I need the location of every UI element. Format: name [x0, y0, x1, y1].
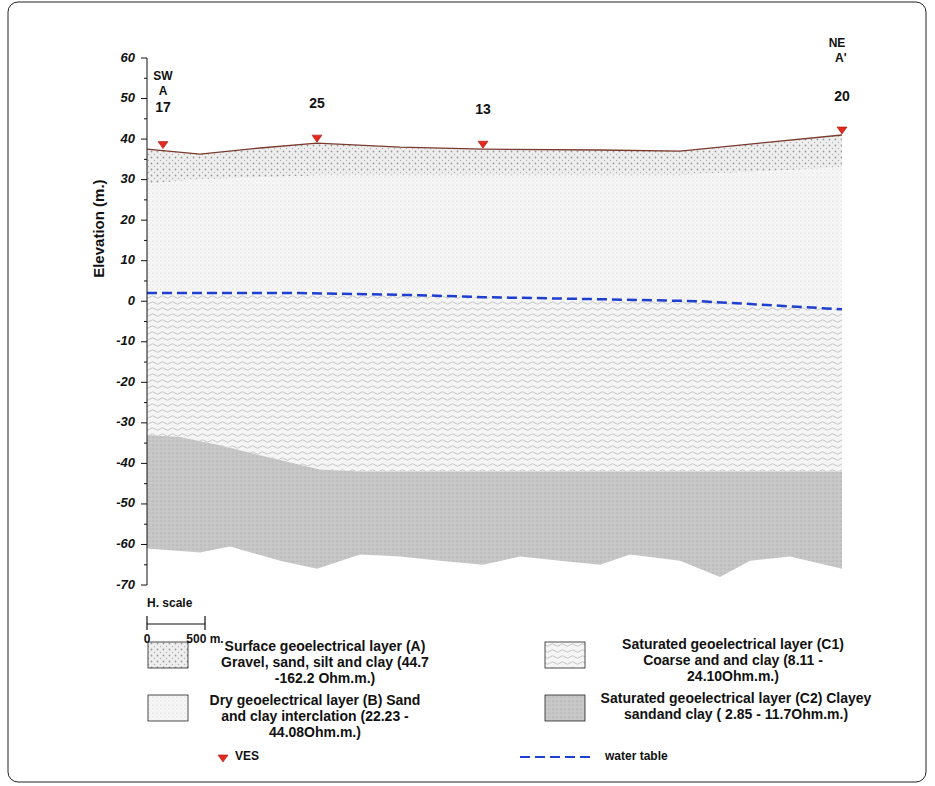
axis-number: 10	[121, 253, 135, 268]
axis-tick	[141, 179, 147, 180]
axis-tick	[141, 503, 147, 504]
axis-tick	[141, 98, 147, 99]
legend-swatch	[148, 695, 188, 721]
axis-number: -50	[116, 496, 135, 511]
ves-marker	[158, 142, 168, 149]
ground-surface	[147, 135, 842, 154]
axis-number: 40	[121, 132, 135, 147]
layer-b	[147, 168, 842, 310]
axis-number: -10	[116, 334, 135, 349]
section-end: NE	[829, 37, 846, 51]
ves-number: 20	[834, 88, 850, 104]
axis-tick	[144, 362, 147, 363]
frame	[8, 2, 926, 782]
scale-title: H. scale	[147, 597, 192, 611]
ves-number: 13	[475, 101, 491, 117]
axis-number: -30	[116, 415, 135, 430]
layer-c2	[147, 435, 842, 577]
ves-marker	[478, 141, 488, 148]
legend-text: Saturated geoelectrical layer (C1) Coars…	[598, 636, 868, 684]
axis-number: -70	[116, 578, 135, 593]
axis-tick	[141, 422, 147, 423]
axis-tick	[144, 159, 147, 160]
axis-tick	[144, 443, 147, 444]
legend-swatch	[148, 642, 188, 668]
axis-tick	[141, 382, 147, 383]
axis-tick	[144, 524, 147, 525]
axis-number: -60	[116, 537, 135, 552]
axis-tick	[141, 463, 147, 464]
axis-number: -20	[116, 375, 135, 390]
axis-number: 60	[121, 51, 135, 66]
axis-tick	[141, 139, 147, 140]
ves-marker	[837, 127, 847, 134]
ves-marker	[218, 755, 228, 762]
axis-tick	[144, 321, 147, 322]
legend-text: water table	[605, 750, 668, 764]
axis-tick	[144, 240, 147, 241]
ves-number: 25	[309, 95, 325, 111]
axis-tick	[144, 280, 147, 281]
layer-c1	[147, 293, 842, 471]
scale-tick	[204, 616, 205, 630]
axis-tick	[144, 118, 147, 119]
legend-swatch	[545, 695, 585, 721]
legend-line	[520, 756, 590, 758]
axis-tick	[141, 301, 147, 302]
axis-tick	[141, 260, 147, 261]
legend-text: Saturated geoelectrical layer (C2) Claye…	[596, 690, 876, 722]
legend-text: Surface geoelectrical layer (A) Gravel, …	[200, 638, 450, 686]
legend-text: Dry geoelectrical layer (B) Sand and cla…	[200, 692, 430, 740]
axis-number: -40	[116, 456, 135, 471]
legend-swatch	[545, 642, 585, 668]
legend-text: VES	[235, 750, 259, 764]
axis-tick	[144, 402, 147, 403]
scale-bar	[147, 623, 205, 624]
axis-number: 20	[121, 213, 135, 228]
axis-number: 0	[128, 294, 135, 309]
ves-number: 17	[155, 99, 171, 115]
axis-tick	[141, 341, 147, 342]
axis-tick	[141, 585, 147, 586]
axis-tick	[144, 483, 147, 484]
axis-title: Elevation (m.)	[89, 179, 106, 277]
axis-number: 50	[121, 91, 135, 106]
axis-number: 30	[121, 172, 135, 187]
ves-marker	[312, 135, 322, 142]
scale-tick	[146, 616, 147, 630]
axis-tick	[141, 544, 147, 545]
axis-tick	[144, 564, 147, 565]
water-table-line	[147, 293, 842, 309]
scale-number: 500 m.	[186, 633, 223, 647]
section-end: A'	[835, 52, 847, 66]
axis-tick	[144, 199, 147, 200]
section-end: SW	[153, 70, 172, 84]
section-end: A	[159, 85, 168, 99]
axis-tick	[141, 58, 147, 59]
axis-tick	[144, 78, 147, 79]
scale-number: 0	[144, 633, 151, 647]
axis-tick	[141, 220, 147, 221]
